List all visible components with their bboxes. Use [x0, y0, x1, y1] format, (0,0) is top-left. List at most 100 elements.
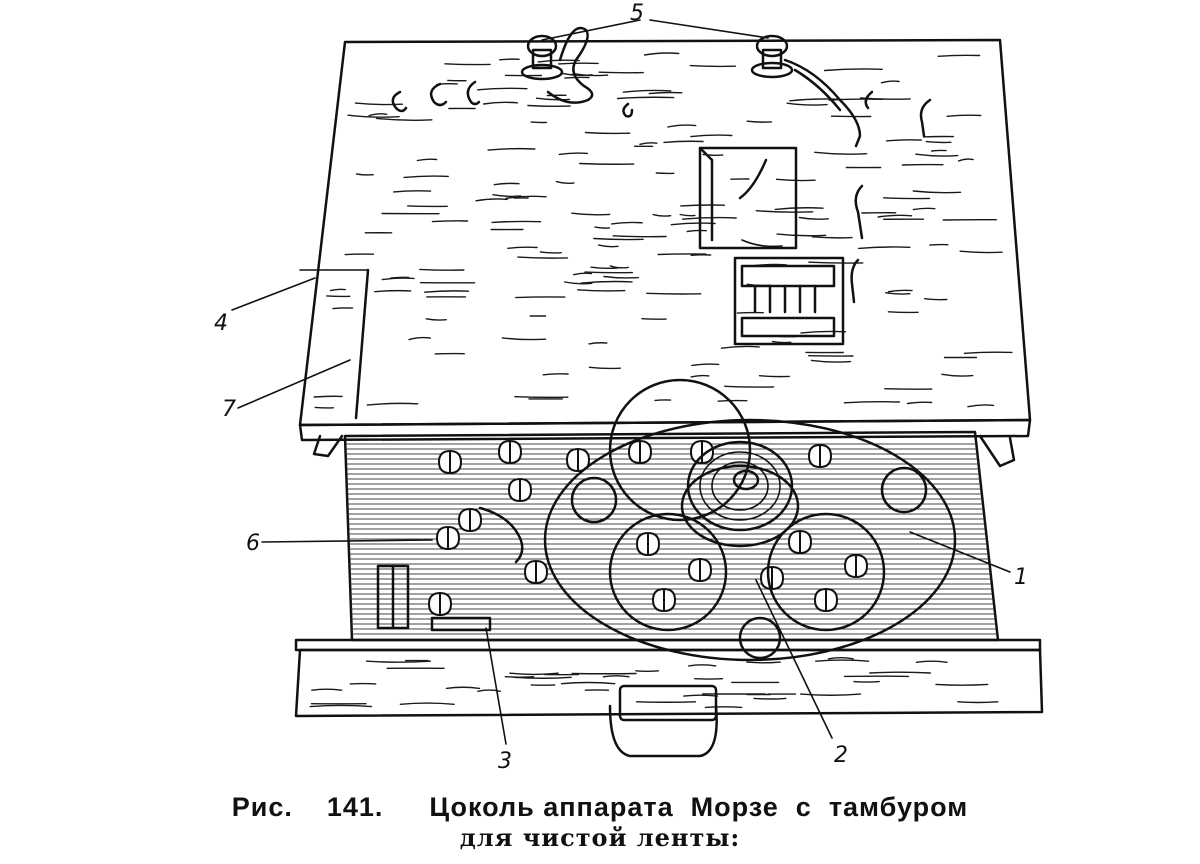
drawer-handle	[608, 684, 718, 758]
cross-cutout	[787, 529, 813, 555]
cross-cutout	[497, 439, 523, 465]
caption-figure-label: Рис.	[231, 792, 293, 822]
grain-stroke	[811, 236, 853, 239]
grain-stroke	[663, 140, 704, 144]
grain-stroke	[691, 363, 720, 367]
grain-stroke	[885, 139, 922, 142]
grain-stroke	[639, 142, 658, 145]
grain-stroke	[365, 660, 431, 663]
grain-stroke	[688, 664, 717, 667]
grain-stroke	[579, 162, 635, 165]
grain-stroke	[374, 289, 412, 293]
grain-stroke	[925, 140, 952, 144]
grain-stroke	[884, 388, 933, 390]
grain-stroke	[808, 261, 864, 264]
grain-stroke	[912, 190, 962, 194]
callout-7: 7	[222, 397, 236, 422]
caption-figure-number: 141.	[326, 792, 384, 822]
grain-stroke	[368, 113, 388, 117]
tape-drum-disk	[543, 378, 957, 662]
grain-stroke	[584, 131, 631, 135]
grain-stroke	[915, 153, 959, 157]
grain-stroke	[736, 311, 764, 314]
callout-4: 4	[214, 311, 228, 336]
grain-stroke	[560, 681, 616, 685]
grain-stroke	[963, 351, 1013, 354]
grain-stroke	[539, 251, 562, 254]
grain-stroke	[858, 246, 911, 250]
grain-stroke	[445, 686, 481, 690]
grain-stroke	[771, 340, 792, 344]
grain-stroke	[612, 235, 667, 238]
callout-labels: 5 4 7 6 1 3 2	[214, 1, 1028, 774]
grain-stroke	[598, 244, 619, 248]
grain-stroke	[507, 246, 538, 249]
grain-stroke	[393, 190, 432, 193]
grain-stroke	[602, 675, 630, 678]
grain-stroke	[686, 229, 707, 233]
grain-stroke	[515, 296, 566, 299]
grain-stroke	[859, 97, 911, 100]
grain-stroke	[609, 265, 629, 269]
grain-stroke	[366, 402, 419, 406]
grain-stroke	[680, 204, 726, 207]
grain-stroke	[720, 345, 760, 349]
grain-stroke	[776, 233, 827, 237]
cross-cutout	[507, 477, 533, 503]
grain-stroke	[564, 281, 593, 285]
lid-wood-grain	[313, 52, 1013, 409]
cross-cutout	[427, 591, 453, 617]
cross-cutout	[651, 587, 677, 613]
grain-stroke	[681, 216, 737, 220]
grain-stroke	[598, 71, 644, 74]
grain-stroke	[652, 213, 672, 217]
grain-stroke	[828, 657, 854, 660]
grain-stroke	[843, 401, 900, 404]
grain-stroke	[915, 660, 948, 663]
grain-stroke	[880, 80, 900, 84]
grain-stroke	[347, 114, 400, 118]
drum-hub	[680, 440, 800, 548]
grain-stroke	[690, 374, 710, 378]
cross-cutout	[437, 449, 463, 475]
grain-stroke	[375, 117, 433, 121]
grain-stroke	[584, 271, 634, 274]
grain-stroke	[967, 404, 995, 408]
figure-caption: Рис. 141. Цоколь аппарата Морзе с тамбуром…	[0, 792, 1200, 852]
cross-cutout	[435, 525, 461, 551]
wooden-lid	[298, 26, 1032, 442]
grain-stroke	[758, 375, 790, 378]
grain-stroke	[941, 373, 974, 377]
cross-cutout	[759, 565, 785, 591]
caption-title-line-1: Цоколь аппарата Морзе с тамбуром	[429, 792, 969, 822]
callout-leaders	[231, 19, 1011, 745]
grain-stroke	[912, 207, 936, 211]
grain-stroke	[610, 221, 643, 225]
callout-5: 5	[630, 1, 644, 26]
grain-stroke	[590, 266, 619, 270]
grain-stroke	[883, 197, 931, 200]
grain-stroke	[487, 147, 536, 151]
grain-stroke	[646, 292, 702, 295]
grain-stroke	[810, 359, 852, 363]
grain-stroke	[355, 173, 374, 176]
grain-stroke	[657, 253, 707, 256]
grain-stroke	[424, 290, 470, 293]
grain-stroke	[475, 198, 508, 202]
grain-stroke	[444, 63, 491, 66]
grain-stroke	[800, 330, 847, 334]
switch-block	[733, 256, 860, 346]
grain-stroke	[482, 101, 519, 105]
grain-stroke	[314, 406, 335, 409]
cross-cutouts	[427, 439, 869, 617]
grain-stroke	[527, 104, 571, 108]
grain-stroke	[643, 52, 680, 56]
grain-stroke	[670, 222, 716, 226]
drawer-front-panel	[294, 638, 1044, 758]
grain-stroke	[588, 366, 622, 370]
cross-cutout	[689, 439, 715, 465]
grain-stroke	[416, 158, 438, 162]
grain-stroke	[477, 689, 501, 692]
grain-stroke	[814, 151, 868, 155]
grain-stroke	[477, 87, 528, 91]
